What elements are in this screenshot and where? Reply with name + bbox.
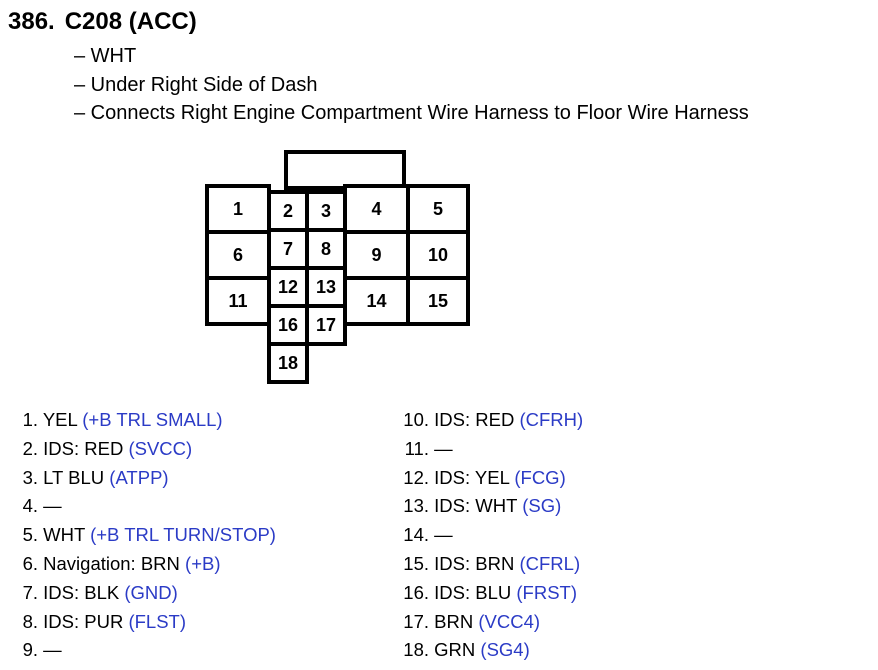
pinout-item: 4. — bbox=[22, 492, 276, 521]
wire-color: — bbox=[434, 524, 453, 546]
pinout-item: 9. — bbox=[22, 636, 276, 665]
pin-number: 18. bbox=[403, 639, 429, 661]
pinout-item: 17. BRN (VCC4) bbox=[401, 608, 583, 637]
wire-color: IDS: BLK bbox=[43, 581, 120, 603]
pin-10: 10 bbox=[406, 230, 470, 280]
connector-name: C208 (ACC) bbox=[64, 8, 197, 35]
signal-name: (GND) bbox=[124, 581, 178, 603]
wire-color: WHT bbox=[43, 524, 85, 546]
pin-number: 3. bbox=[22, 466, 38, 488]
signal-name: (ATPP) bbox=[109, 466, 169, 488]
pinout-item: 15. IDS: BRN (CFRL) bbox=[401, 550, 583, 579]
wire-color: BRN bbox=[434, 610, 474, 632]
pinout-item: 11. — bbox=[401, 435, 583, 464]
signal-name: (CFRL) bbox=[519, 552, 581, 574]
signal-name: (FCG) bbox=[514, 466, 566, 488]
pinout-item: 8. IDS: PUR (FLST) bbox=[22, 608, 276, 637]
pin-number: 2. bbox=[22, 437, 38, 459]
pin-2: 2 bbox=[267, 190, 309, 232]
pinout-list-left: 1. YEL (+B TRL SMALL)2. IDS: RED (SVCC)3… bbox=[22, 406, 276, 665]
pinout-item: 10. IDS: RED (CFRH) bbox=[401, 406, 583, 435]
pin-3: 3 bbox=[305, 190, 347, 232]
pin-13: 13 bbox=[305, 266, 347, 308]
pin-11: 11 bbox=[205, 276, 271, 326]
pin-14: 14 bbox=[343, 276, 410, 326]
pin-number: 11. bbox=[404, 437, 429, 459]
pin-9: 9 bbox=[343, 230, 410, 280]
pinout-item: 3. LT BLU (ATPP) bbox=[22, 464, 276, 493]
signal-name: (+B TRL TURN/STOP) bbox=[90, 524, 276, 546]
wire-color: IDS: BRN bbox=[434, 552, 515, 574]
pin-17: 17 bbox=[305, 304, 347, 346]
detail-color: – WHT bbox=[74, 45, 137, 67]
pin-5: 5 bbox=[406, 184, 470, 234]
pinout-item: 1. YEL (+B TRL SMALL) bbox=[22, 406, 276, 435]
detail-connection: – Connects Right Engine Compartment Wire… bbox=[74, 102, 749, 124]
pin-number: 16. bbox=[403, 581, 429, 603]
pinout-item: 5. WHT (+B TRL TURN/STOP) bbox=[22, 521, 276, 550]
pin-8: 8 bbox=[305, 228, 347, 270]
wire-color: YEL bbox=[42, 409, 78, 430]
pinout-item: 12. IDS: YEL (FCG) bbox=[401, 464, 583, 493]
entry-number: 386. bbox=[8, 8, 55, 35]
pinout-item: 13. IDS: WHT (SG) bbox=[401, 492, 583, 521]
wire-color: IDS: WHT bbox=[434, 495, 518, 517]
wire-color: LT BLU bbox=[43, 466, 105, 488]
pin-number: 17. bbox=[403, 610, 429, 632]
signal-name: (+B TRL SMALL) bbox=[82, 409, 223, 430]
pin-15: 15 bbox=[406, 276, 470, 326]
pin-number: 12. bbox=[403, 466, 429, 488]
pin-6: 6 bbox=[205, 230, 271, 280]
wire-color: IDS: RED bbox=[43, 437, 124, 459]
connector-title: 386. C208 (ACC) bbox=[8, 8, 197, 36]
wire-color: Navigation: BRN bbox=[43, 552, 180, 574]
pin-number: 8. bbox=[22, 610, 38, 632]
pin-number: 1. bbox=[22, 409, 38, 430]
pin-16: 16 bbox=[267, 304, 309, 346]
wire-color: — bbox=[43, 495, 62, 517]
wire-color: IDS: RED bbox=[434, 409, 515, 430]
pin-number: 10. bbox=[403, 409, 429, 430]
pin-number: 14. bbox=[403, 524, 429, 546]
wire-color: — bbox=[43, 639, 62, 661]
signal-name: (CFRH) bbox=[519, 409, 584, 430]
pin-number: 4. bbox=[22, 495, 38, 517]
detail-location: – Under Right Side of Dash bbox=[74, 73, 318, 96]
pinout-list-right: 10. IDS: RED (CFRH)11. —12. IDS: YEL (FC… bbox=[401, 406, 583, 665]
signal-name: (SVCC) bbox=[128, 437, 193, 459]
wire-color: IDS: YEL bbox=[434, 466, 510, 488]
wire-color: IDS: PUR bbox=[43, 610, 124, 632]
signal-name: (FRST) bbox=[516, 581, 578, 603]
pin-number: 15. bbox=[403, 552, 429, 574]
signal-name: (FLST) bbox=[128, 610, 187, 632]
pin-12: 12 bbox=[267, 266, 309, 308]
pin-1: 1 bbox=[205, 184, 271, 234]
pinout-item: 14. — bbox=[401, 521, 583, 550]
signal-name: (VCC4) bbox=[478, 610, 541, 632]
pin-7: 7 bbox=[267, 228, 309, 270]
wire-color: — bbox=[434, 437, 453, 459]
pin-4: 4 bbox=[343, 184, 410, 234]
pinout-item: 18. GRN (SG4) bbox=[401, 636, 583, 665]
pin-number: 13. bbox=[403, 495, 429, 517]
signal-name: (SG) bbox=[522, 495, 562, 517]
signal-name: (SG4) bbox=[480, 639, 530, 661]
wire-color: GRN bbox=[434, 639, 476, 661]
pinout-item: 6. Navigation: BRN (+B) bbox=[22, 550, 276, 579]
wire-color: IDS: BLU bbox=[434, 581, 512, 603]
pin-number: 5. bbox=[22, 524, 38, 546]
pin-number: 9. bbox=[22, 639, 38, 661]
pin-number: 7. bbox=[22, 581, 38, 603]
pinout-item: 2. IDS: RED (SVCC) bbox=[22, 435, 276, 464]
connector-details: – WHT – Under Right Side of Dash – Conne… bbox=[74, 42, 749, 128]
pin-number: 6. bbox=[22, 552, 38, 574]
pin-18: 18 bbox=[267, 342, 309, 384]
signal-name: (+B) bbox=[185, 552, 221, 574]
pinout-item: 7. IDS: BLK (GND) bbox=[22, 579, 276, 608]
pinout-item: 16. IDS: BLU (FRST) bbox=[401, 579, 583, 608]
